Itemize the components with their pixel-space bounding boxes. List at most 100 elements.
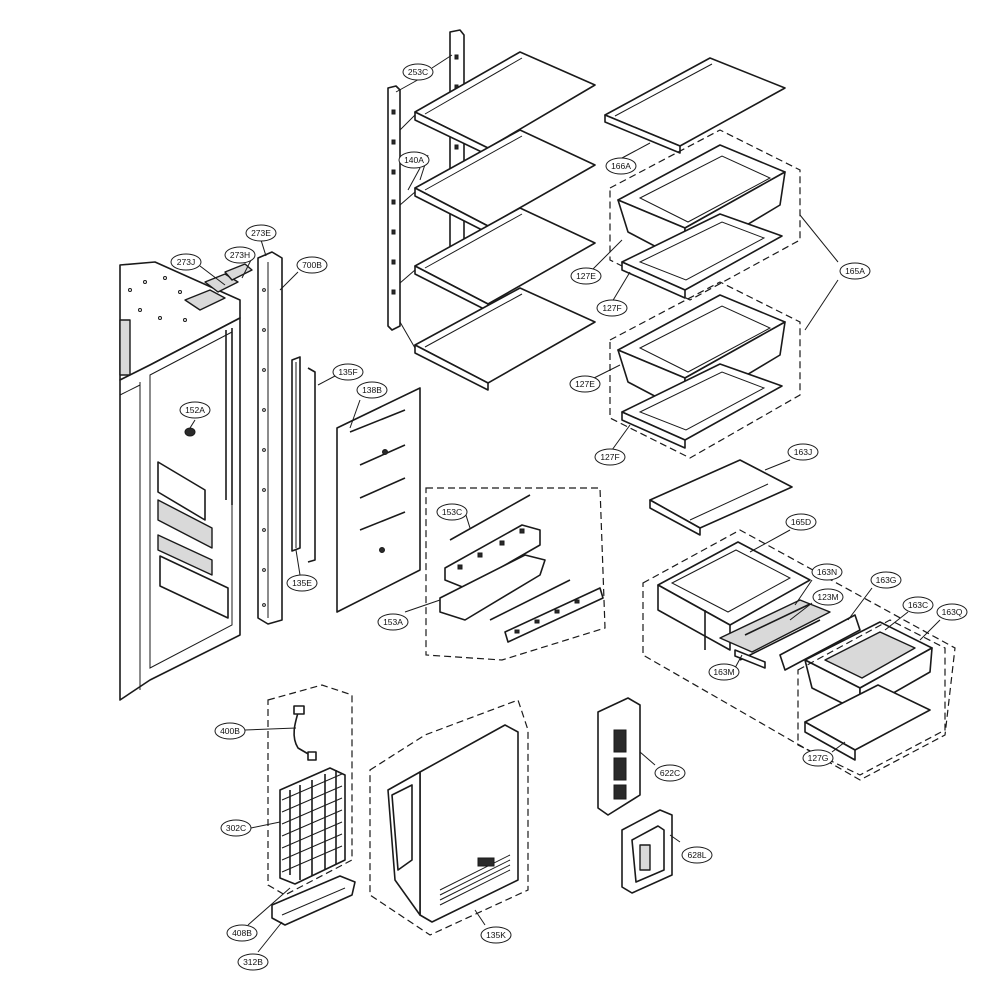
svg-text:127E: 127E (575, 379, 595, 389)
callout-163Q: 163Q (936, 603, 968, 621)
callout-273J: 273J (170, 253, 202, 271)
callout-135K: 135K (480, 926, 512, 944)
drawer-group-outline-top (609, 129, 801, 301)
svg-text:166A: 166A (611, 161, 631, 171)
evaporator-group-outline (267, 684, 353, 896)
callout-127E-top: 127E (570, 267, 602, 285)
callout-408B: 408B (226, 924, 258, 942)
svg-text:163J: 163J (794, 447, 812, 457)
svg-text:302C: 302C (226, 823, 246, 833)
cover-panel-138B (336, 387, 421, 613)
callout-253C: 253C (402, 63, 434, 81)
callout-labels: 253C 140A 166A 273E 273J 273H 700B 127E … (170, 63, 968, 971)
glass-shelves-140A (399, 51, 596, 391)
svg-text:163N: 163N (817, 567, 837, 577)
svg-text:312B: 312B (243, 957, 263, 967)
callout-163C: 163C (902, 596, 934, 614)
evaporator-cover-135K (387, 724, 519, 923)
trim-strip-135E (291, 356, 301, 552)
svg-text:408B: 408B (232, 928, 252, 938)
callout-622C: 622C (654, 764, 686, 782)
callout-127F-bottom: 127F (594, 448, 626, 466)
callout-628L: 628L (681, 846, 713, 864)
drawer-frame-127G (804, 684, 931, 761)
svg-text:127G: 127G (808, 753, 829, 763)
refrigerator-cabinet (119, 261, 253, 701)
callout-166A: 166A (605, 157, 637, 175)
hinge-rail-273E (257, 251, 283, 625)
slider-group-outline (642, 529, 956, 781)
leader-lines (189, 54, 941, 953)
svg-text:622C: 622C (660, 768, 680, 778)
duct-628L (621, 809, 673, 894)
callout-400B: 400B (214, 722, 246, 740)
svg-text:140A: 140A (404, 155, 424, 165)
bracket-163M (734, 649, 766, 669)
control-parts-153 (439, 494, 604, 643)
callout-302C: 302C (220, 819, 252, 837)
callout-127G: 127G (802, 749, 834, 767)
svg-text:273H: 273H (230, 250, 250, 260)
svg-text:135E: 135E (292, 578, 312, 588)
callout-153A: 153A (377, 613, 409, 631)
svg-text:700B: 700B (302, 260, 322, 270)
duct-622C (597, 697, 641, 816)
rail-assembly-163N-123M (719, 599, 831, 669)
svg-text:127F: 127F (602, 303, 621, 313)
svg-text:153C: 153C (442, 507, 462, 517)
callout-273H: 273H (224, 246, 256, 264)
svg-text:127E: 127E (576, 271, 596, 281)
callout-153C: 153C (436, 503, 468, 521)
drawer-frame-127F-bottom (621, 363, 783, 449)
callout-127E-bottom: 127E (569, 375, 601, 393)
drawer-group-outline-bottom (609, 281, 801, 459)
svg-text:628L: 628L (688, 850, 707, 860)
crisper-cover-166A (604, 57, 786, 154)
callout-138B: 138B (356, 381, 388, 399)
cover-group-outline (369, 699, 529, 936)
callout-127F-top: 127F (596, 299, 628, 317)
callout-312B: 312B (237, 953, 269, 971)
rod-135F (307, 367, 316, 563)
svg-text:138B: 138B (362, 385, 382, 395)
svg-text:165A: 165A (845, 266, 865, 276)
svg-text:273J: 273J (177, 257, 195, 267)
sliding-tray-165D (657, 541, 811, 651)
svg-text:135F: 135F (338, 367, 357, 377)
callout-165D: 165D (785, 513, 817, 531)
callout-135E: 135E (286, 574, 318, 592)
callout-163G: 163G (870, 571, 902, 589)
drawer-163G (779, 614, 861, 671)
svg-text:163M: 163M (713, 667, 734, 677)
callout-163N: 163N (811, 563, 843, 581)
callout-700B: 700B (296, 256, 328, 274)
drain-pan-408B-312B (271, 875, 356, 926)
svg-text:153A: 153A (383, 617, 403, 627)
svg-text:127F: 127F (600, 452, 619, 462)
harness-400B (293, 705, 317, 761)
drawer-inner-outline (797, 619, 946, 776)
callout-163M: 163M (708, 663, 740, 681)
svg-text:163G: 163G (876, 575, 897, 585)
callout-273E: 273E (245, 224, 277, 242)
callout-123M: 123M (812, 588, 844, 606)
shelf-163J (649, 459, 793, 536)
control-group-outline (425, 487, 606, 661)
callout-140A: 140A (398, 151, 430, 169)
callout-165A: 165A (839, 262, 871, 280)
svg-text:273E: 273E (251, 228, 271, 238)
svg-text:163Q: 163Q (942, 607, 963, 617)
svg-text:152A: 152A (185, 405, 205, 415)
fan-knob-152A (184, 427, 196, 437)
svg-text:165D: 165D (791, 517, 811, 527)
svg-text:400B: 400B (220, 726, 240, 736)
evaporator-coil-302C (279, 767, 346, 885)
callout-163J: 163J (787, 443, 819, 461)
callout-152A: 152A (179, 401, 211, 419)
drawer-frame-127F-top (621, 213, 783, 299)
svg-text:253C: 253C (408, 67, 428, 77)
svg-text:135K: 135K (486, 930, 506, 940)
svg-text:163C: 163C (908, 600, 928, 610)
